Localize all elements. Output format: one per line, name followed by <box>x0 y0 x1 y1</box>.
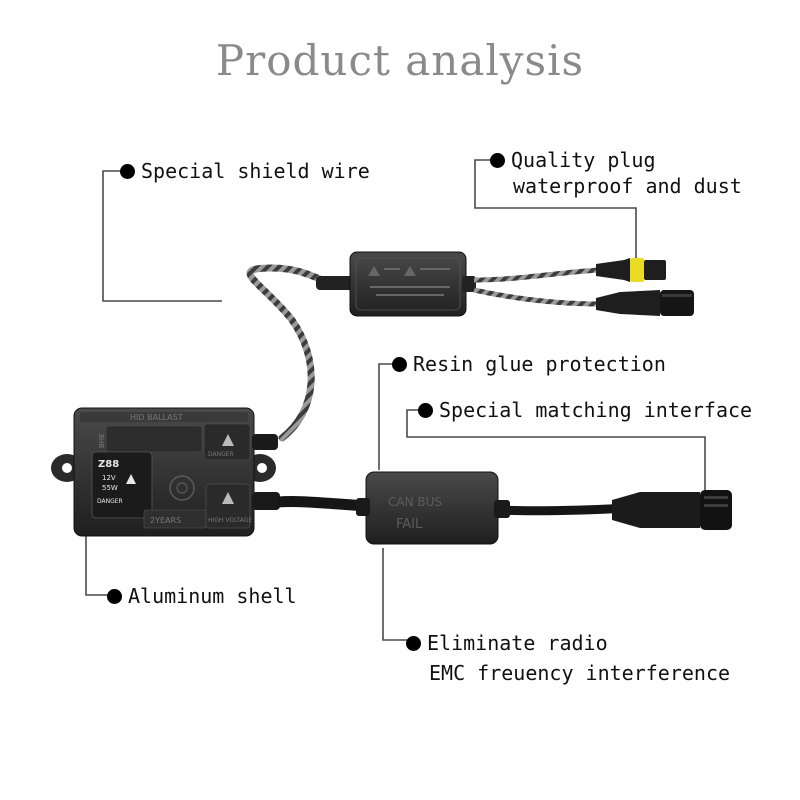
leader-aluminum <box>85 535 114 596</box>
bullet-icon <box>418 403 433 418</box>
warning-icon <box>126 474 136 484</box>
canbus-line1: CAN BUS <box>388 495 442 509</box>
igniter-markings <box>368 266 450 296</box>
leader-resin <box>378 363 399 470</box>
ballast-wattage: 55W <box>102 484 118 492</box>
callout-interface: Special matching interface <box>418 397 752 423</box>
plug-connectors <box>596 258 694 316</box>
callout-shield-wire: Special shield wire <box>120 158 370 184</box>
leader-radio <box>382 548 413 641</box>
page-title: Product analysis <box>215 36 585 85</box>
leader-shield-wire <box>102 170 222 302</box>
bulb-connector <box>612 490 732 530</box>
callout-aluminum: Aluminum shell <box>107 583 297 609</box>
bullet-icon <box>392 357 407 372</box>
ballast-top-label: HID BALLAST <box>130 413 183 422</box>
ballast-model: Z88 <box>98 459 119 470</box>
bullet-icon <box>120 164 135 179</box>
bullet-icon <box>406 636 421 651</box>
ballast-danger-top: DANGER <box>208 451 234 458</box>
braided-wire <box>246 264 336 442</box>
bullet-icon <box>107 589 122 604</box>
ballast-side-label: BHE <box>98 434 106 449</box>
main-cable-right <box>495 503 631 516</box>
ballast-years: 2YEARS <box>150 516 181 525</box>
callout-radio: Eliminate radio EMC freuency interferenc… <box>406 628 730 688</box>
ballast-danger-plate: DANGER <box>97 498 123 505</box>
igniter-unit <box>316 251 601 317</box>
canbus-line2: FAIL <box>396 517 423 532</box>
canbus-decoder <box>356 471 510 545</box>
ballast-high-voltage: HIGH VOLTAGE <box>208 517 252 524</box>
ballast-voltage: 12V <box>102 474 116 482</box>
leader-quality-plug <box>474 159 637 262</box>
callout-resin: Resin glue protection <box>392 351 666 377</box>
ballast-unit <box>51 407 280 537</box>
ballast-logo <box>169 475 195 501</box>
leader-interface <box>406 409 706 491</box>
callout-quality-plug: Quality plug waterproof and dust <box>490 147 742 199</box>
ballast-label-plate <box>91 451 153 519</box>
bullet-icon <box>490 153 505 168</box>
plug-yellow-seal <box>630 258 644 282</box>
